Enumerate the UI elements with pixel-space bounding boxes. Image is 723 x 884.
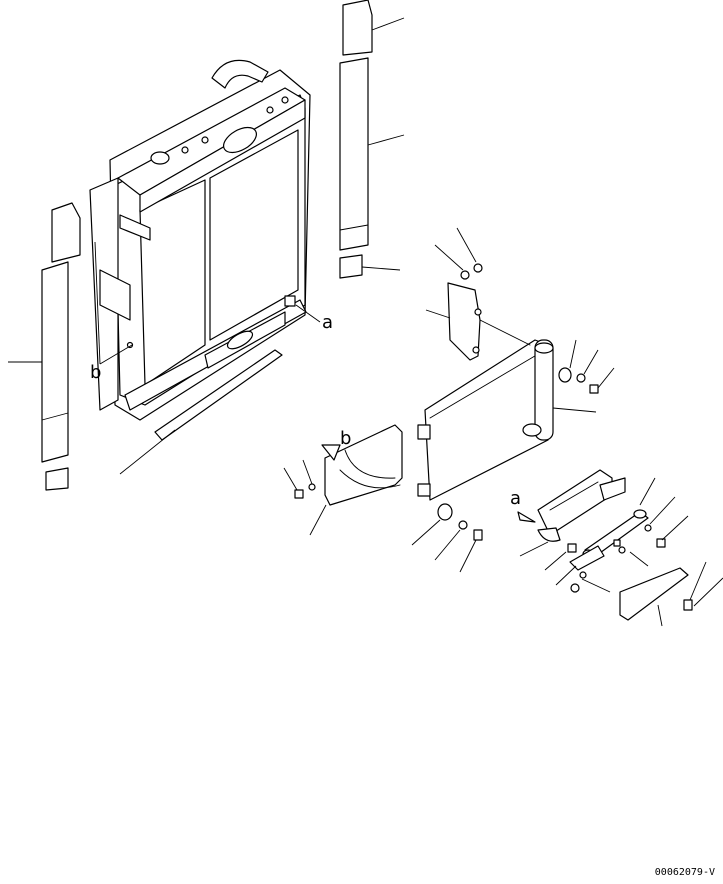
callout-a-upper-leader: [295, 304, 321, 323]
callout-b-lower: b: [340, 428, 351, 449]
upper-bracket: [425, 227, 531, 361]
radiator-assembly: [89, 59, 311, 421]
condenser-assembly: [417, 339, 597, 501]
right-seal-column: [339, 0, 405, 279]
callout-a-lower: a: [510, 488, 521, 509]
callout-b-left-leader: [99, 344, 133, 365]
leader-line: [119, 429, 176, 475]
right-fasteners: [558, 339, 615, 394]
lower-seal-strip: [154, 349, 283, 441]
callout-a-upper: a: [322, 312, 333, 333]
callout-b-left: b: [90, 362, 101, 383]
drawing-code: 00062079-V: [654, 867, 715, 878]
lower-bracket-b: [283, 424, 403, 536]
lower-bracket-a: [519, 469, 689, 593]
callout-a-lower-arrow: [517, 511, 536, 523]
lower-fasteners: [411, 503, 483, 573]
left-seal-column: [8, 202, 81, 491]
lower-cover: [619, 561, 723, 627]
